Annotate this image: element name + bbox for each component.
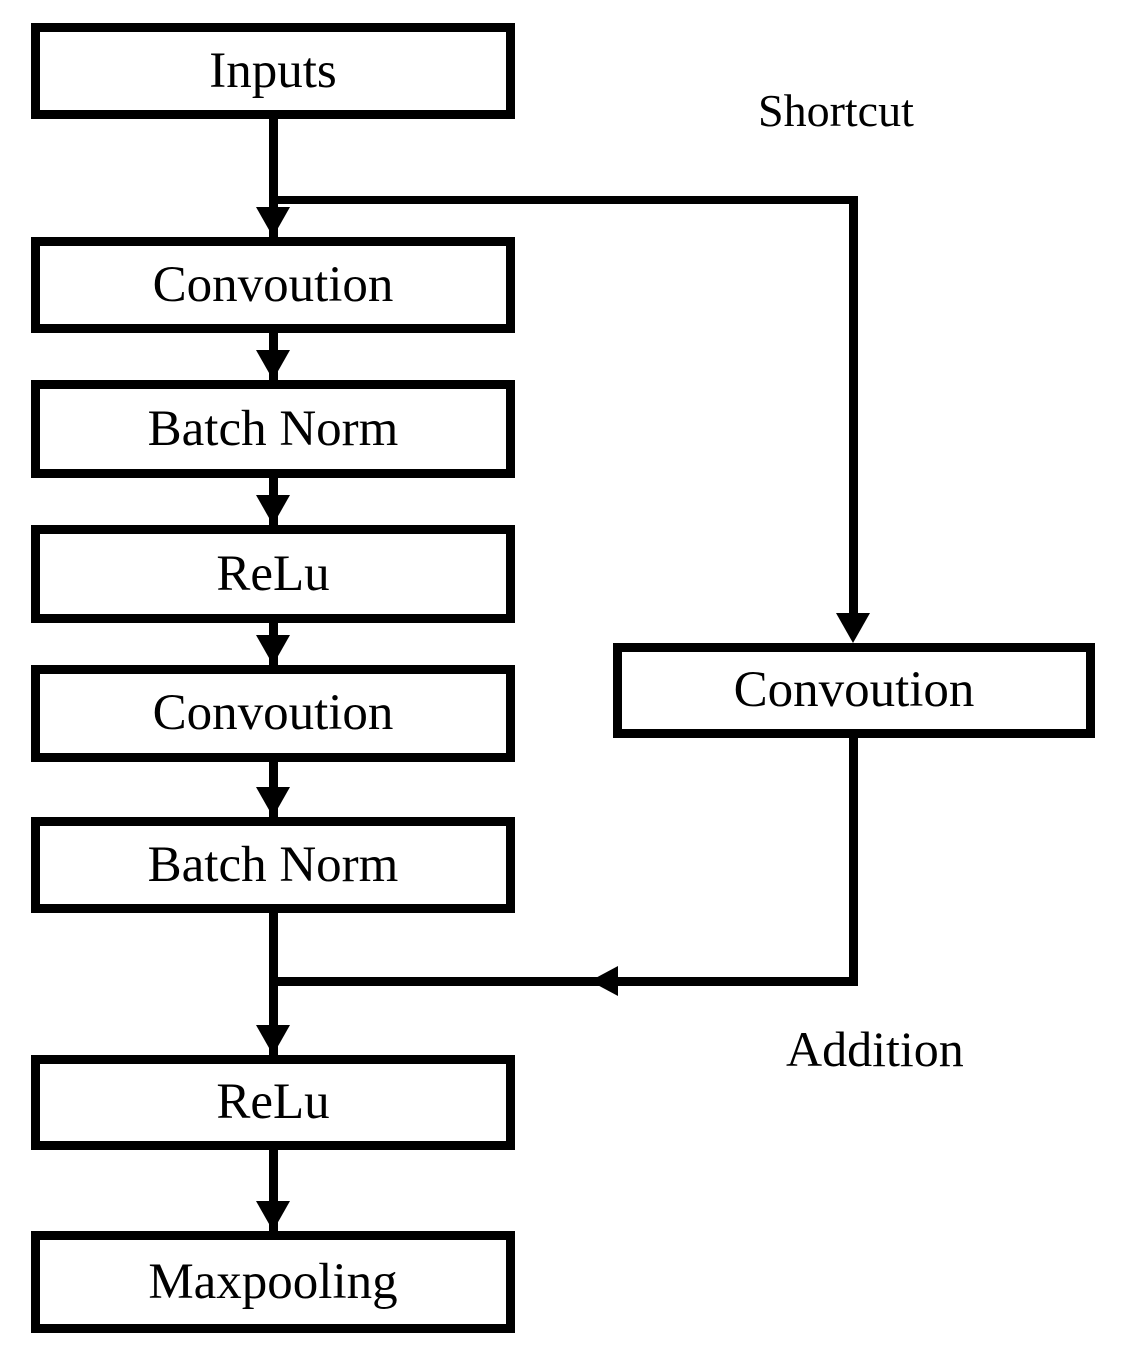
arrowhead-into-relu1 — [256, 495, 290, 525]
arrowhead-into-shortcut-conv — [836, 613, 870, 643]
shortcut-vertical-line-lower — [849, 738, 858, 986]
node-convolution-2: Convoution — [31, 665, 515, 762]
node-convolution-shortcut: Convoution — [613, 643, 1095, 738]
node-relu-2: ReLu — [31, 1055, 515, 1150]
node-inputs: Inputs — [31, 23, 515, 119]
arrowhead-addition-merge — [590, 966, 618, 996]
shortcut-label: Shortcut — [758, 85, 914, 136]
node-maxpooling: Maxpooling — [31, 1231, 515, 1333]
arrowhead-into-conv1 — [256, 207, 290, 237]
arrowhead-into-bn1 — [256, 350, 290, 380]
addition-horizontal-line — [269, 977, 858, 986]
arrowhead-into-maxpooling — [256, 1201, 290, 1231]
arrowhead-into-bn2 — [256, 787, 290, 817]
shortcut-vertical-line-upper — [849, 196, 858, 618]
edge-inputs-to-conv1-line — [269, 118, 278, 237]
addition-label: Addition — [786, 1021, 964, 1077]
arrowhead-into-relu2 — [256, 1025, 290, 1055]
node-relu-1: ReLu — [31, 525, 515, 623]
shortcut-branch-horizontal-line — [269, 196, 858, 204]
arrowhead-into-conv2 — [256, 635, 290, 665]
node-batch-norm-1: Batch Norm — [31, 380, 515, 478]
node-batch-norm-2: Batch Norm — [31, 817, 515, 913]
node-convolution-1: Convoution — [31, 237, 515, 333]
edge-relu2-to-maxpooling-line — [269, 1150, 278, 1231]
